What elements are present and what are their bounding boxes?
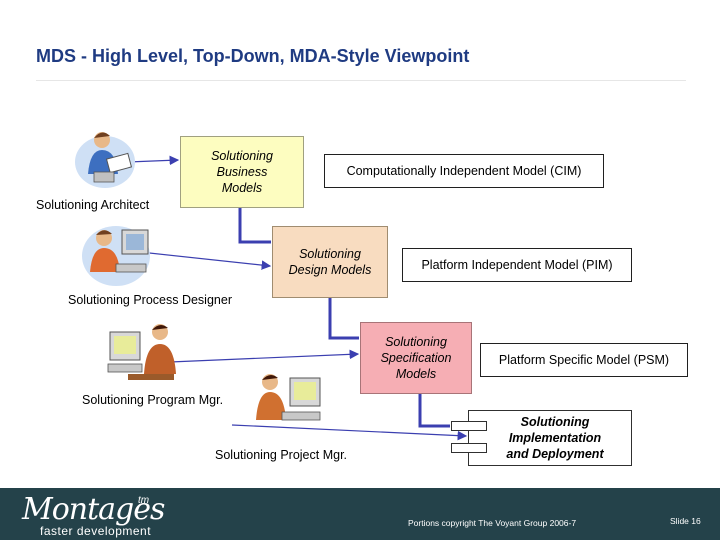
cim-model-box: Computationally Independent Model (CIM) <box>324 154 604 188</box>
connector-specification-to-implementation <box>418 394 450 428</box>
role-architect-label: Solutioning Architect <box>36 198 150 212</box>
design-models-box: Solutioning Design Models <box>272 226 388 298</box>
business-box-line: Business <box>216 165 268 179</box>
business-box-line: Models <box>221 181 263 195</box>
psm-model-box: Platform Specific Model (PSM) <box>480 343 688 377</box>
process-designer-person-icon <box>82 226 150 286</box>
title-divider <box>36 80 686 81</box>
connector-design-to-specification <box>328 298 359 340</box>
role-project-manager-label: Solutioning Project Mgr. <box>215 448 348 462</box>
design-box-line: Solutioning <box>299 247 361 261</box>
specification-box-line: Specification <box>380 351 452 365</box>
trademark-mark: tm <box>138 495 150 506</box>
footer-bar <box>0 488 720 540</box>
role-program-manager-label: Solutioning Program Mgr. <box>82 393 224 407</box>
arrow-program-to-specification <box>169 349 360 363</box>
business-models-box: Solutioning Business Models <box>180 136 304 208</box>
copyright-notice: Portions copyright The Voyant Group 2006… <box>408 518 577 528</box>
implementation-deployment-box: Solutioning Implementation and Deploymen… <box>451 410 632 466</box>
specification-box-line: Models <box>395 367 437 381</box>
implementation-box-line: and Deployment <box>506 447 604 461</box>
business-box-line: Solutioning <box>211 149 273 163</box>
implementation-box-line: Implementation <box>508 431 602 445</box>
arrow-architect-to-business <box>127 155 180 166</box>
project-manager-person-icon <box>256 374 321 421</box>
specification-box-line: Solutioning <box>385 335 447 349</box>
specification-models-box: Solutioning Specification Models <box>360 322 472 394</box>
component-tab-icon <box>451 443 487 453</box>
logo-tagline: faster development <box>40 524 152 538</box>
program-manager-person-icon <box>107 324 176 380</box>
implementation-box-line: Solutioning <box>520 415 590 429</box>
slide-title: MDS - High Level, Top-Down, MDA-Style Vi… <box>36 46 470 66</box>
design-box-line: Design Models <box>288 263 372 277</box>
arrow-designer-to-design <box>139 251 272 270</box>
pim-model-box: Platform Independent Model (PIM) <box>402 248 632 282</box>
role-process-designer-label: Solutioning Process Designer <box>68 293 232 307</box>
connector-business-to-design <box>238 208 271 244</box>
montages-logo: Montages <box>22 492 165 527</box>
component-tab-icon <box>451 421 487 431</box>
slide-number: Slide 16 <box>670 516 701 526</box>
arrow-project-to-implementation <box>231 424 468 441</box>
architect-person-icon <box>75 132 135 188</box>
